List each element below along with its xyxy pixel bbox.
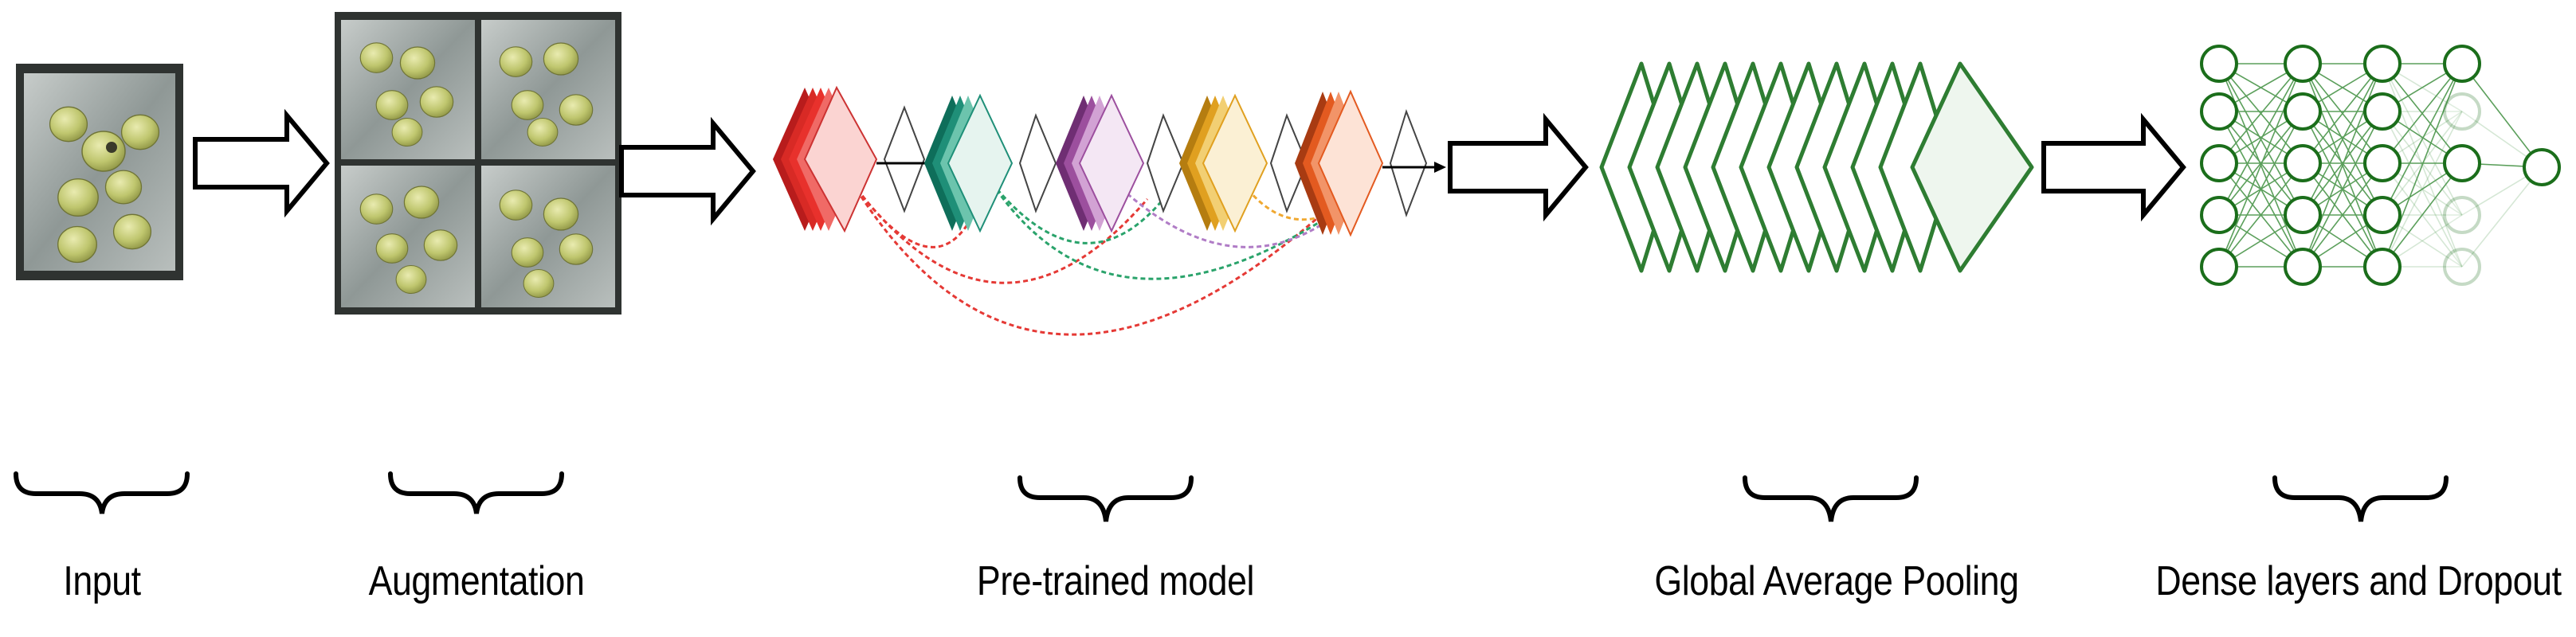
dense-connection [2382,111,2463,216]
stage-label-dense-dropout: Dense layers and Dropout [2155,558,2562,604]
dense-connection [2302,63,2383,216]
hollow-right-arrow-icon [619,116,756,226]
dense-connection [2218,63,2304,216]
input-photo [16,64,183,280]
dense-neuron [2200,196,2238,234]
dense-connection [2382,63,2463,268]
dense-neuron [2363,144,2402,182]
dense-connection [2382,111,2463,268]
dense-neuron [2443,248,2481,286]
dense-connection [2461,63,2543,168]
dense-connection [2382,63,2463,216]
hollow-right-arrow-icon [2041,112,2186,222]
dense-neuron [2284,144,2322,182]
dense-connection [2382,162,2463,268]
dense-layers-graphic [2200,45,2561,286]
dense-connection [2302,162,2383,268]
dense-neuron [2443,196,2481,234]
augmentation-photo-grid [335,12,621,315]
dense-connection [2302,111,2383,268]
dense-neuron [2363,248,2402,286]
dense-connection [2218,63,2304,268]
dense-neuron [2523,148,2561,186]
dense-connection [2382,63,2463,164]
dense-neuron [2200,144,2238,182]
dense-neuron [2443,45,2481,83]
dense-connection [2218,111,2304,268]
dense-neuron [2284,45,2322,83]
curly-brace-icon [14,471,190,514]
dense-neuron [2363,45,2402,83]
stage-label-input: Input [63,558,141,604]
pretrained-model-graphic [773,85,1446,336]
dense-neuron [2284,196,2322,234]
curly-brace-icon [1017,475,1194,522]
dense-neuron [2363,92,2402,131]
curly-brace-icon [2272,475,2449,522]
dense-connection [2302,63,2383,164]
dense-connection [2218,63,2304,164]
dense-connection [2218,111,2304,216]
dense-neuron [2443,92,2481,131]
stage-label-pretrained-model: Pre-trained model [976,558,1255,604]
dense-neuron [2200,92,2238,131]
stage-label-global-average-pooling: Global Average Pooling [1654,558,2019,604]
dense-neuron [2200,45,2238,83]
dense-neuron [2200,248,2238,286]
dense-neuron [2284,248,2322,286]
dense-connection [2218,162,2304,268]
hollow-right-arrow-icon [1448,112,1589,222]
global-average-pooling-graphic [1599,61,2034,273]
dense-connection [2461,166,2543,268]
stage-label-augmentation: Augmentation [368,558,585,604]
dense-neuron [2443,144,2481,182]
hollow-right-arrow-icon [193,108,330,218]
curly-brace-icon [1743,475,1919,522]
dense-connection [2302,63,2383,268]
dense-neuron [2284,92,2322,131]
dense-neuron [2363,196,2402,234]
dense-connection [2302,111,2383,216]
curly-brace-icon [388,471,564,514]
